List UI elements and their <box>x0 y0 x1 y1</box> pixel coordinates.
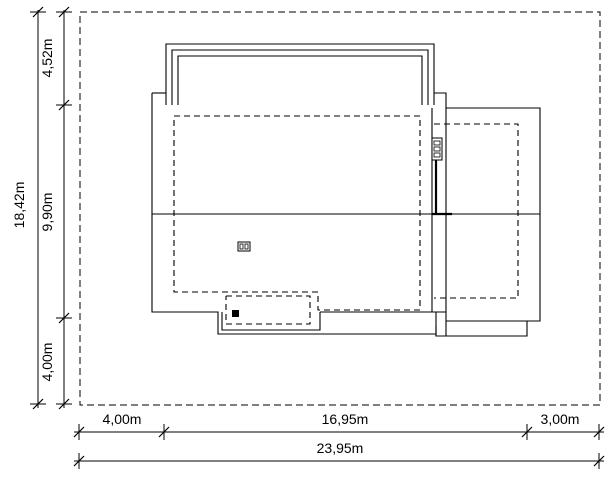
horizontal-dimension-segments: 4,00m 16,95m 3,00m <box>73 411 605 440</box>
dim-top-height: 4,52m <box>39 39 55 78</box>
dim-total-width: 23,95m <box>317 440 364 456</box>
dim-left-width: 4,00m <box>103 411 142 427</box>
dim-bottom-height: 4,00m <box>39 343 55 382</box>
roof-vent-icon <box>237 241 251 252</box>
plot-boundary <box>79 11 601 406</box>
building-plan <box>151 43 541 337</box>
drain-square-icon <box>232 310 239 317</box>
dim-total-height: 18,42m <box>11 182 27 229</box>
vertical-dimension-total: 18,42m <box>11 6 46 410</box>
dim-middle-width: 16,95m <box>322 411 369 427</box>
horizontal-dimension-total: 23,95m <box>73 440 605 469</box>
dim-middle-height: 9,90m <box>39 193 55 232</box>
vertical-dimension-segments: 4,52m 9,90m 4,00m <box>39 6 72 410</box>
chimney-vent-icon <box>431 137 443 161</box>
dim-right-width: 3,00m <box>541 411 580 427</box>
